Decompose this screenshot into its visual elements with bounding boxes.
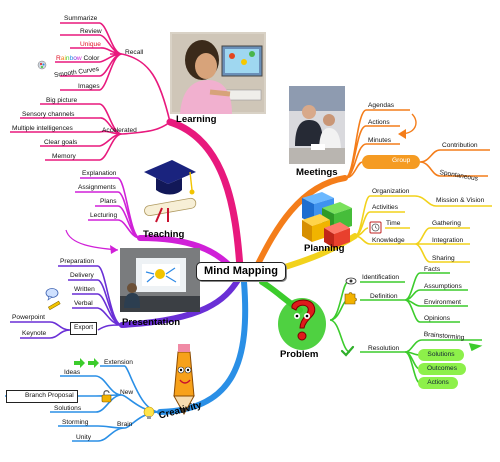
export-label[interactable]: Export [70, 322, 98, 335]
rainbow-letter-b: b [69, 55, 74, 62]
outcomes-pill[interactable]: Outcomes [418, 363, 466, 375]
minutes-label[interactable]: Minutes [368, 137, 392, 144]
contribution-label[interactable]: Contribution [442, 142, 478, 149]
activities-label[interactable]: Activities [372, 204, 399, 211]
agendas-label[interactable]: Agendas [368, 102, 395, 109]
planning-cubes-illustration [302, 192, 352, 248]
group-label: Group [392, 157, 411, 164]
knowledge-label[interactable]: Knowledge [372, 237, 405, 244]
facts-label[interactable]: Facts [424, 266, 441, 273]
learning-branch-title[interactable]: Learning [176, 114, 217, 125]
integration-label[interactable]: Integration [432, 237, 464, 244]
rainbow-letter-r: R [56, 55, 61, 62]
problem-character-illustration [278, 298, 326, 350]
presentation-branch-title[interactable]: Presentation [122, 317, 181, 328]
rainbow-letter-a: a [60, 55, 65, 62]
opinions-label[interactable]: Opinions [424, 315, 451, 322]
rainbow-letter-i: i [64, 55, 66, 62]
rainbow-letter-o: o [73, 55, 77, 62]
actions-pill[interactable]: Actions [418, 377, 458, 389]
written-label[interactable]: Written [74, 286, 95, 293]
mind-map-center-node[interactable]: Mind Mapping [196, 262, 286, 281]
definition-label[interactable]: Definition [370, 293, 398, 300]
organization-label[interactable]: Organization [372, 188, 410, 195]
presentation-branch-line [119, 277, 241, 328]
clear-goals-label[interactable]: Clear goals [44, 139, 78, 146]
resolution-label[interactable]: Resolution [368, 345, 400, 352]
environment-label[interactable]: Environment [424, 299, 462, 306]
ideas-label[interactable]: Ideas [64, 369, 81, 376]
extension-label[interactable]: Extension [104, 359, 133, 366]
powerpoint-label[interactable]: Powerpoint [12, 314, 45, 321]
solutions-pill[interactable]: Solutions [418, 349, 464, 361]
multiple-intelligences-label[interactable]: Multiple intelligences [12, 125, 73, 132]
assumptions-label[interactable]: Assumptions [424, 283, 462, 290]
group-node[interactable] [362, 155, 420, 169]
big-picture-label[interactable]: Big picture [46, 97, 78, 104]
resolution-checkmark-icon [340, 345, 355, 357]
branch-proposal-label[interactable]: Branch Proposal [6, 390, 78, 403]
creativity-pencil-illustration [173, 344, 195, 416]
brain-bulb-icon [143, 406, 155, 419]
sharing-label[interactable]: Sharing [432, 255, 455, 262]
meetings-branch-line [255, 175, 348, 267]
rainbow-letter-w: w [76, 55, 82, 62]
teaching-mortarboard-illustration [144, 160, 197, 223]
review-label[interactable]: Review [80, 28, 102, 35]
rainbow-letter-n: n [65, 55, 70, 62]
mission-vision-label[interactable]: Mission & Vision [436, 197, 485, 204]
time-label[interactable]: Time [386, 220, 401, 227]
verbal-label[interactable]: Verbal [74, 300, 93, 307]
rainbow-color-icon [37, 60, 47, 70]
storming-label[interactable]: Storming [62, 419, 89, 426]
memory-label[interactable]: Memory [52, 153, 76, 160]
definition-puzzle-icon [344, 292, 357, 305]
actions-label-meetings[interactable]: Actions [368, 119, 390, 126]
accelerated-label[interactable]: Accelerated [102, 127, 137, 134]
lecturing-label[interactable]: Lecturing [90, 212, 118, 219]
summarize-label[interactable]: Summarize [64, 15, 98, 22]
solutions-label-creativity[interactable]: Solutions [54, 405, 82, 412]
gathering-label[interactable]: Gathering [432, 220, 461, 227]
extension-arrows-icon [74, 358, 99, 368]
assignments-label[interactable]: Assignments [78, 184, 116, 191]
time-clock-icon [369, 221, 382, 234]
presentation-photo [120, 248, 200, 312]
brain-label[interactable]: Brain [117, 421, 133, 428]
explanation-label[interactable]: Explanation [82, 170, 117, 177]
identification-label[interactable]: Identification [362, 274, 400, 281]
unity-label[interactable]: Unity [76, 434, 92, 441]
written-pencil-icon [47, 300, 61, 311]
learning-branch-line [166, 118, 244, 272]
rainbow-color-label[interactable]: Rainbow Color [56, 55, 100, 62]
teaching-branch-title[interactable]: Teaching [143, 229, 185, 240]
sensory-channels-label[interactable]: Sensory channels [22, 111, 75, 118]
learning-photo [170, 32, 266, 114]
identification-eye-icon [345, 277, 357, 285]
meetings-photo [289, 86, 345, 164]
verbal-speech-bubble-icon [45, 288, 59, 301]
new-padlock-icon [101, 390, 112, 403]
unique-label[interactable]: Unique [80, 41, 101, 48]
meetings-branch-title[interactable]: Meetings [296, 167, 338, 178]
delivery-label[interactable]: Delivery [70, 272, 94, 279]
planning-branch-title[interactable]: Planning [304, 243, 345, 254]
preparation-label[interactable]: Preparation [60, 258, 95, 265]
recall-label[interactable]: Recall [125, 49, 144, 56]
images-label[interactable]: Images [78, 83, 100, 90]
new-label[interactable]: New [120, 389, 134, 396]
problem-branch-title[interactable]: Problem [280, 349, 319, 360]
plans-label[interactable]: Plans [100, 198, 117, 205]
keynote-label[interactable]: Keynote [22, 330, 47, 337]
